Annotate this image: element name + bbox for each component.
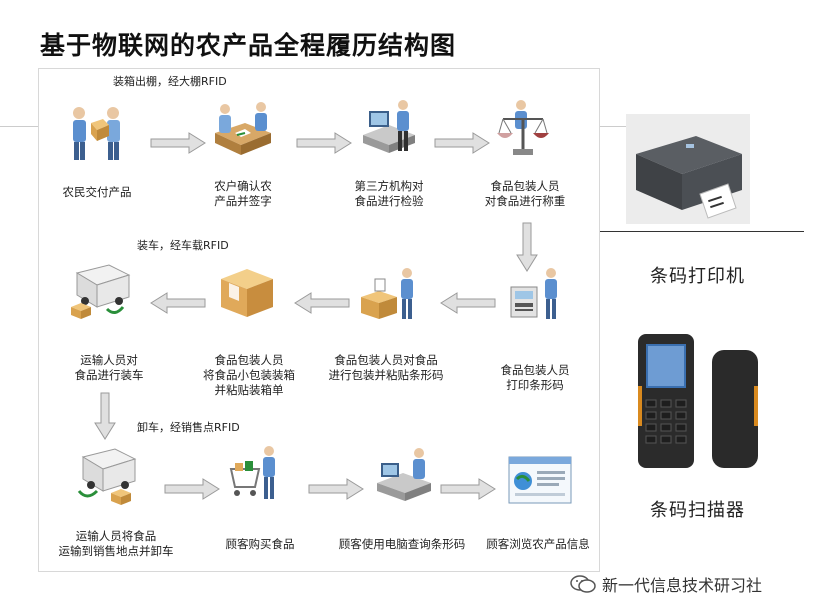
farmer-delivery-icon — [73, 107, 120, 160]
flow-arrow-down — [94, 392, 116, 440]
barcode-scanner-image — [632, 326, 768, 474]
flow-arrow-left — [150, 292, 206, 314]
flow-arrow-right — [296, 132, 352, 154]
step-label: 顾客浏览农产品信息 — [486, 537, 590, 551]
flow-arrow-right — [440, 478, 496, 500]
rfid-note-vehicle: 装车，经车载RFID — [137, 239, 229, 252]
signing-icon — [215, 102, 271, 155]
footer-text: 新一代信息技术研习社 — [602, 576, 763, 595]
rfid-note-store: 卸车，经销售点RFID — [137, 421, 240, 434]
rfid-note-greenhouse: 装箱出棚，经大棚RFID — [113, 75, 227, 88]
step-label: 运输人员对 食品进行装车 — [74, 353, 144, 382]
divider — [598, 231, 804, 232]
flow-diagram: 装箱出棚，经大棚RFID 装车，经车载RFID 卸车，经销售点RFID 农民交付… — [38, 68, 600, 572]
step-label: 食品包装人员 对食品进行称重 — [484, 179, 566, 208]
barcode-print-icon — [510, 268, 557, 319]
computer-query-icon — [377, 448, 431, 501]
flow-arrow-left — [294, 292, 350, 314]
flow-arrow-right — [150, 132, 206, 154]
scanner-caption: 条码扫描器 — [650, 500, 745, 521]
step-label: 食品包装人员 将食品小包装装箱 并粘贴装箱单 — [203, 353, 295, 397]
step-label: 农民交付产品 — [62, 185, 132, 199]
page-title: 基于物联网的农产品全程履历结构图 — [40, 31, 457, 60]
truck-unload-icon — [77, 448, 137, 505]
step-label: 顾客购买食品 — [225, 537, 295, 551]
printer-caption: 条码打印机 — [650, 266, 745, 287]
flow-arrow-left — [440, 292, 496, 314]
divider — [598, 126, 628, 127]
wechat-icon — [570, 575, 596, 593]
flow-arrow-down — [516, 222, 538, 272]
shopping-cart-icon — [229, 446, 275, 499]
step-label: 第三方机构对 食品进行检验 — [354, 179, 424, 208]
divider — [0, 126, 38, 127]
step-label: 食品包装人员 打印条形码 — [500, 363, 570, 392]
browser-icon — [508, 456, 572, 504]
footer: 新一代信息技术研习社 — [570, 572, 762, 596]
barcode-printer-image — [626, 114, 750, 224]
inspection-icon — [363, 100, 415, 153]
step-label: 顾客使用电脑查询条形码 — [338, 537, 466, 551]
scale-icon — [497, 100, 549, 155]
step-label: 农户确认农 产品并签字 — [214, 179, 272, 208]
box-icon — [221, 269, 273, 317]
flow-arrow-right — [164, 478, 220, 500]
flow-arrow-right — [434, 132, 490, 154]
truck-load-icon — [71, 264, 131, 319]
flow-arrow-right — [308, 478, 364, 500]
step-label: 食品包装人员对食品 进行包装并粘贴条形码 — [328, 353, 444, 382]
step-label: 运输人员将食品 运输到销售地点并卸车 — [58, 529, 174, 558]
packing-icon — [361, 268, 413, 319]
